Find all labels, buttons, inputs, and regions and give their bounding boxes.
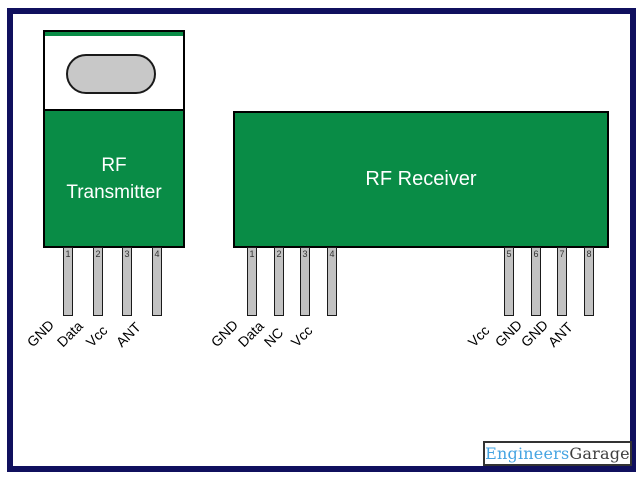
transmitter-title-line2: Transmitter [66, 181, 162, 203]
tx-pin-3: 3 [122, 247, 132, 316]
rx-pin-3: 3 [300, 247, 310, 316]
diagram-border [7, 8, 636, 472]
rx-pin-7-number: 7 [559, 249, 565, 259]
transmitter-cap [43, 30, 185, 111]
rf-transmitter-module: RF Transmitter [43, 111, 185, 248]
receiver-title: RF Receiver [365, 168, 477, 190]
tx-pin-4-number: 4 [154, 249, 160, 259]
rx-pin-5: 5 [504, 247, 514, 316]
transmitter-title-line1: RF [101, 154, 127, 176]
tx-pin-4: 4 [152, 247, 162, 316]
transmitter-oval [66, 54, 156, 94]
rx-pin-4-number: 4 [329, 249, 335, 259]
rf-receiver-module: RF Receiver [233, 111, 609, 248]
tx-pin-1: 1 [63, 247, 73, 316]
rx-pin-1: 1 [247, 247, 257, 316]
rx-pin-4: 4 [327, 247, 337, 316]
rx-pin-6-number: 6 [533, 249, 539, 259]
transmitter-cap-strip [45, 32, 183, 36]
rx-pin-7: 7 [557, 247, 567, 316]
rx-pin-3-number: 3 [302, 249, 308, 259]
logo-text-garage: Garage [569, 444, 630, 463]
rx-pin-1-number: 1 [249, 249, 255, 259]
transmitter-title: RF Transmitter [66, 152, 161, 206]
tx-pin-2-number: 2 [95, 249, 101, 259]
rx-pin-2-number: 2 [276, 249, 282, 259]
rx-pin-5-number: 5 [506, 249, 512, 259]
rx-pin-8-number: 8 [586, 249, 592, 259]
rx-pin-8: 8 [584, 247, 594, 316]
rx-pin-6: 6 [531, 247, 541, 316]
rx-pin-2: 2 [274, 247, 284, 316]
logo-text-engineers: Engineers [485, 444, 570, 463]
tx-pin-2: 2 [93, 247, 103, 316]
tx-pin-1-number: 1 [65, 249, 71, 259]
tx-pin-3-number: 3 [124, 249, 130, 259]
